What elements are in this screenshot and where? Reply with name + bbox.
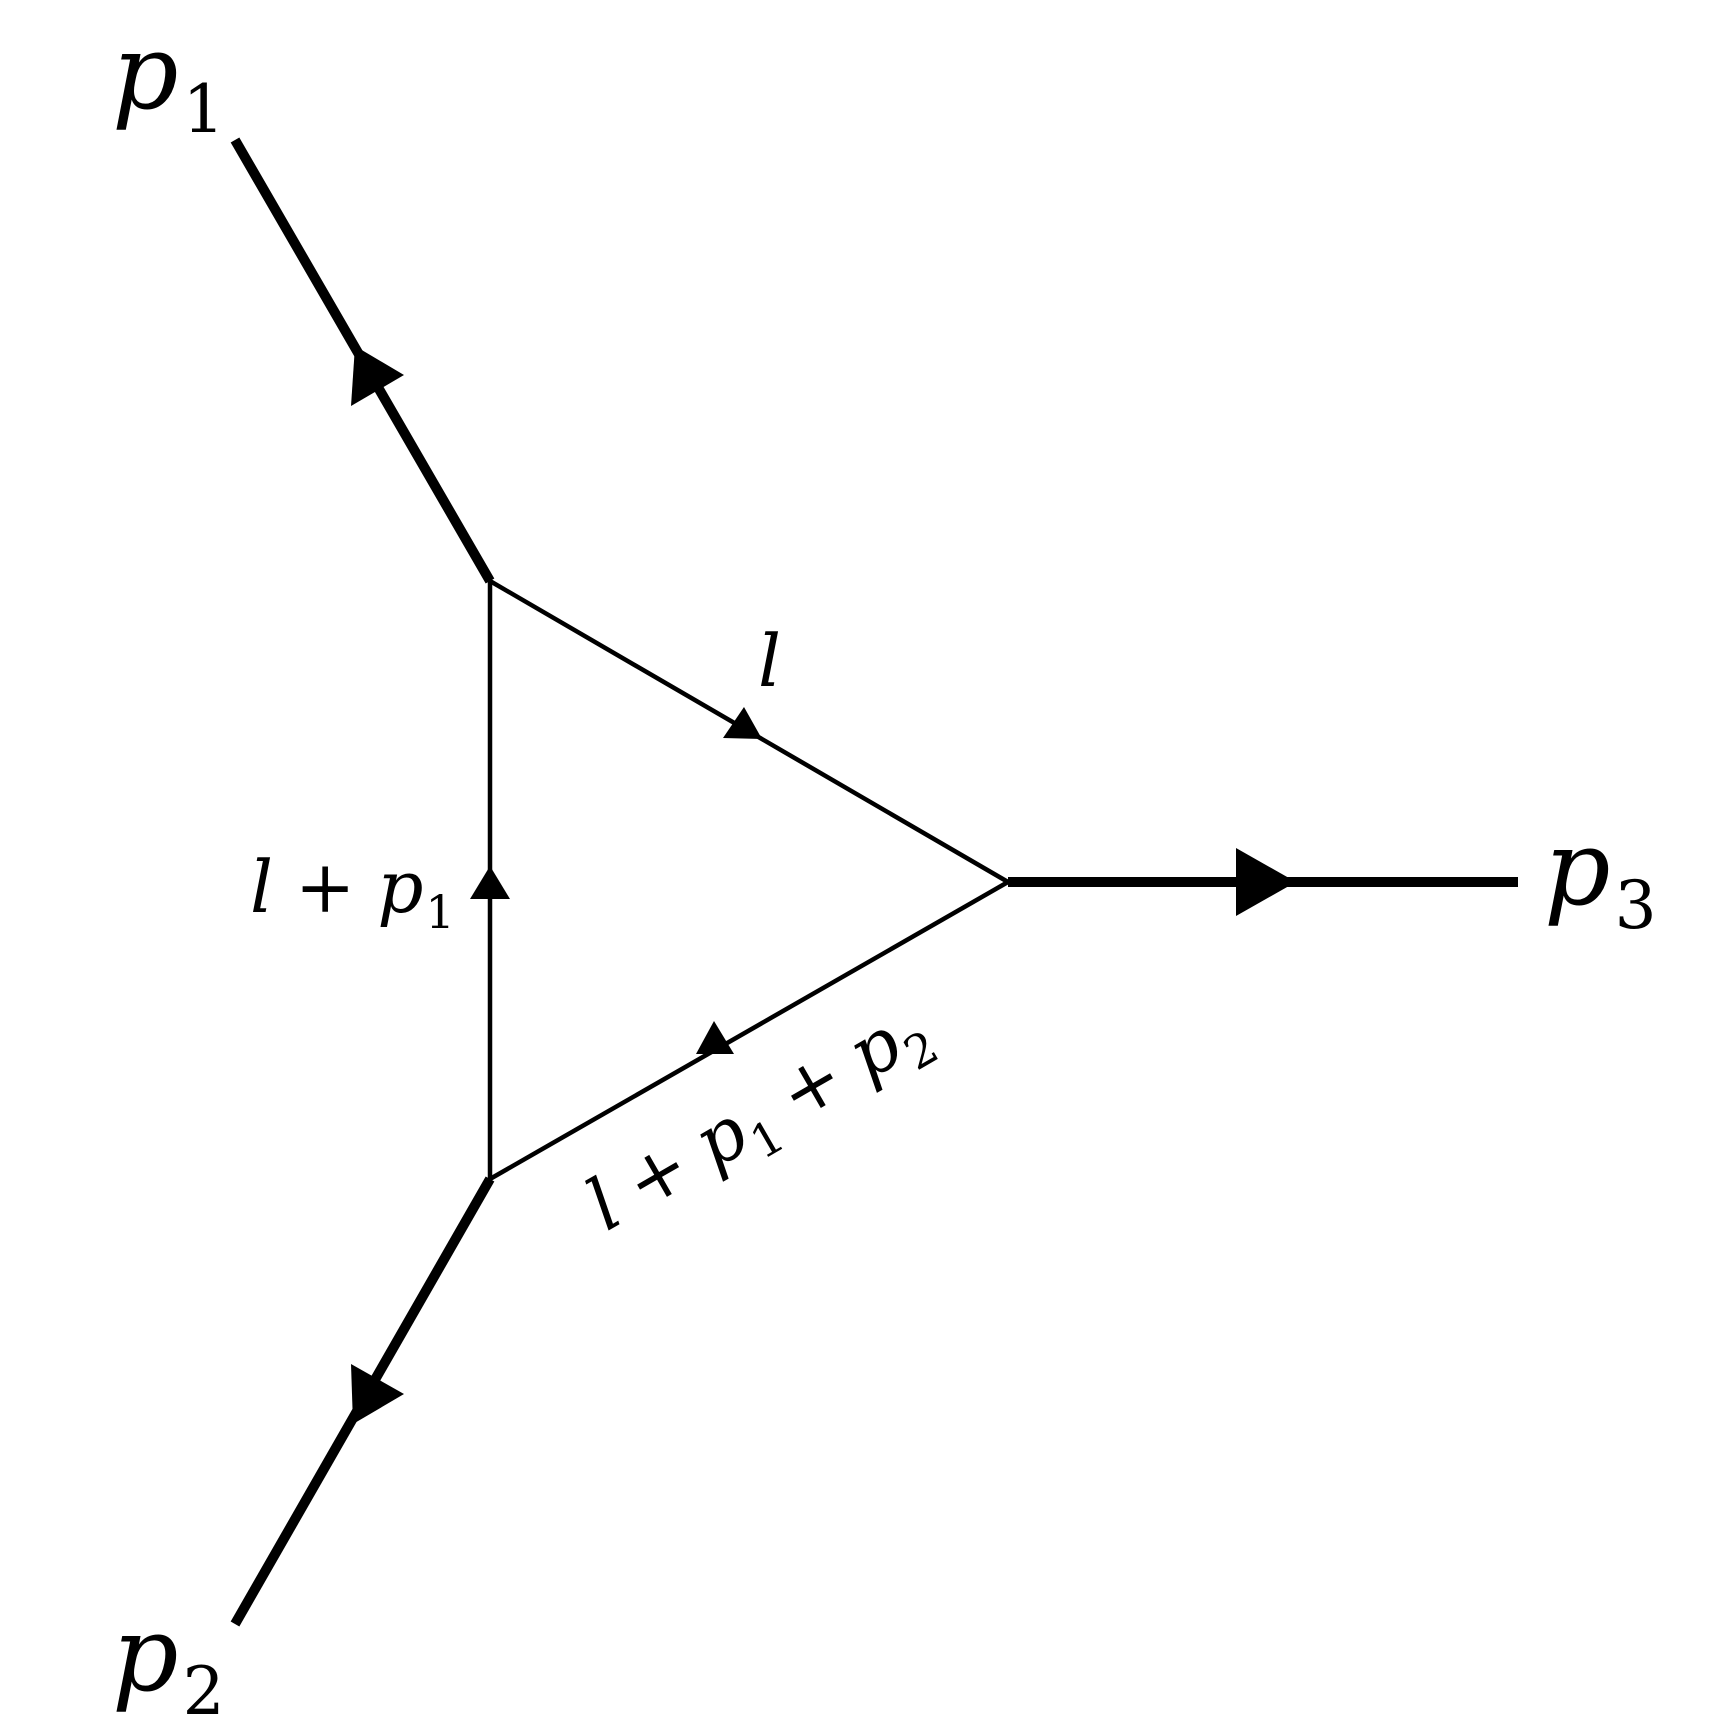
- arrow-p3: [1236, 848, 1296, 916]
- arrow-top: [723, 707, 762, 739]
- label-top: l: [758, 619, 781, 703]
- label-p3: p3: [1544, 807, 1657, 944]
- arrow-p2: [351, 1364, 404, 1424]
- line-bottom: [488, 880, 1010, 1181]
- arrow-bottom: [696, 1021, 734, 1054]
- external-leg-p2: [230, 1176, 495, 1627]
- arrow-left: [470, 866, 510, 899]
- external-leg-p1: [230, 137, 495, 584]
- arrow-p1: [351, 346, 404, 406]
- external-leg-p3: [1008, 848, 1518, 916]
- label-left: l+p1: [250, 845, 455, 939]
- internal-loop: [470, 579, 1010, 1181]
- label-p1: p1: [112, 11, 225, 148]
- label-p2: p2: [112, 1593, 225, 1730]
